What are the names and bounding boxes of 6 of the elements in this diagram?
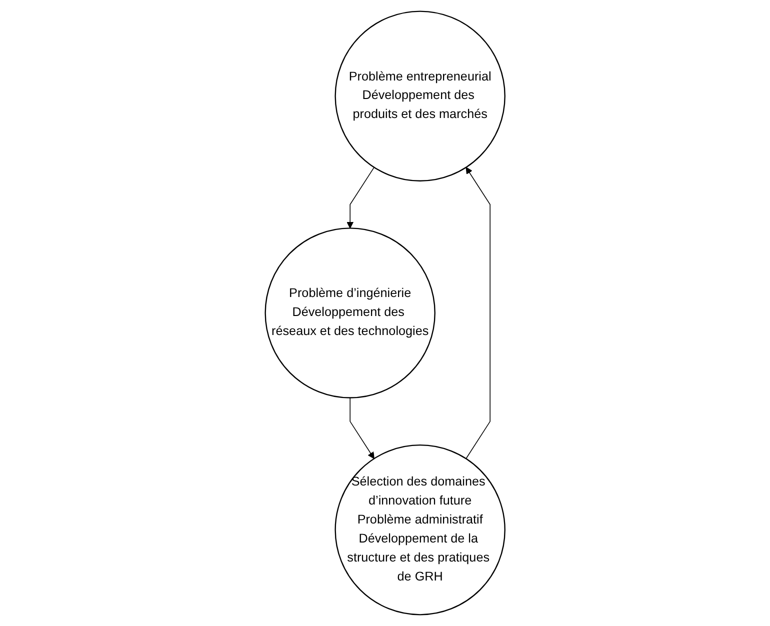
arrow — [346, 166, 374, 229]
node-circle: Problème entrepreneurial Développement des produits et des marchés — [334, 10, 506, 182]
node-circle: Sélection des domaines d’innovation future Problème administratif Développement de la structure et des pratiques de GRH — [334, 444, 506, 616]
node-circle: Problème d’ingénierie Développement des réseaux et des technologies — [264, 228, 436, 398]
arrow — [466, 167, 490, 460]
arrow — [350, 397, 374, 459]
